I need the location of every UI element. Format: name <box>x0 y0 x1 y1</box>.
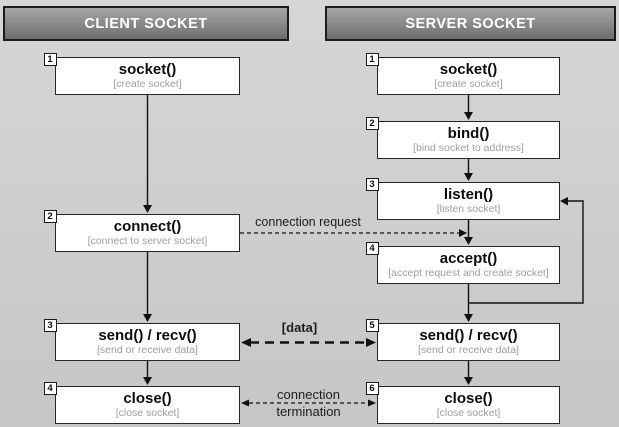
step-number-badge: 3 <box>365 178 379 191</box>
box-subtitle: [send or receive data] <box>418 344 519 357</box>
client-box-send-recv: 3 send() / recv() [send or receive data] <box>43 319 240 361</box>
client-socket-header: CLIENT SOCKET <box>3 6 289 41</box>
server-box-accept: 4 accept() [accept request and create so… <box>365 242 560 284</box>
step-number-badge: 3 <box>43 319 57 332</box>
step-number-badge: 1 <box>43 53 57 66</box>
box-subtitle: [bind socket to address] <box>413 142 524 155</box>
server-box-bind: 2 bind() [bind socket to address] <box>365 117 560 159</box>
box-title: connect() <box>113 217 182 235</box>
server-box-listen: 3 listen() [listen socket] <box>365 178 560 220</box>
box-subtitle: [create socket] <box>434 78 503 91</box>
box-subtitle: [connect to server socket] <box>87 235 208 248</box>
connection-request-label: connection request <box>255 215 361 229</box>
data-label: [data] <box>281 320 318 335</box>
step-number-badge: 1 <box>365 53 379 66</box>
client-box-connect: 2 connect() [connect to server socket] <box>43 210 240 252</box>
box-subtitle: [send or receive data] <box>97 344 198 357</box>
server-box-close: 6 close() [close socket] <box>365 382 560 424</box>
server-box-send-recv: 5 send() / recv() [send or receive data] <box>365 319 560 361</box>
box-title: listen() <box>443 185 494 203</box>
box-title: close() <box>123 389 172 407</box>
box-title: socket() <box>439 60 498 78</box>
connection-termination-label-line1: connection <box>277 387 340 402</box>
step-number-badge: 6 <box>365 382 379 395</box>
box-subtitle: [close socket] <box>436 407 501 420</box>
box-subtitle: [listen socket] <box>436 203 501 216</box>
box-title: accept() <box>439 249 498 267</box>
step-number-badge: 2 <box>43 210 57 223</box>
client-box-close: 4 close() [close socket] <box>43 382 240 424</box>
connection-termination-label-line2: termination <box>276 404 341 419</box>
box-title: send() / recv() <box>98 326 197 344</box>
step-number-badge: 5 <box>365 319 379 332</box>
box-subtitle: [close socket] <box>115 407 180 420</box>
client-box-socket: 1 socket() [create socket] <box>43 53 240 95</box>
box-subtitle: [accept request and create socket] <box>388 267 549 280</box>
server-box-socket: 1 socket() [create socket] <box>365 53 560 95</box>
box-subtitle: [create socket] <box>113 78 182 91</box>
box-title: close() <box>444 389 493 407</box>
step-number-badge: 4 <box>365 242 379 255</box>
step-number-badge: 2 <box>365 117 379 130</box>
box-title: socket() <box>118 60 177 78</box>
step-number-badge: 4 <box>43 382 57 395</box>
server-socket-header: SERVER SOCKET <box>325 6 616 41</box>
box-title: send() / recv() <box>419 326 518 344</box>
box-title: bind() <box>447 124 490 142</box>
